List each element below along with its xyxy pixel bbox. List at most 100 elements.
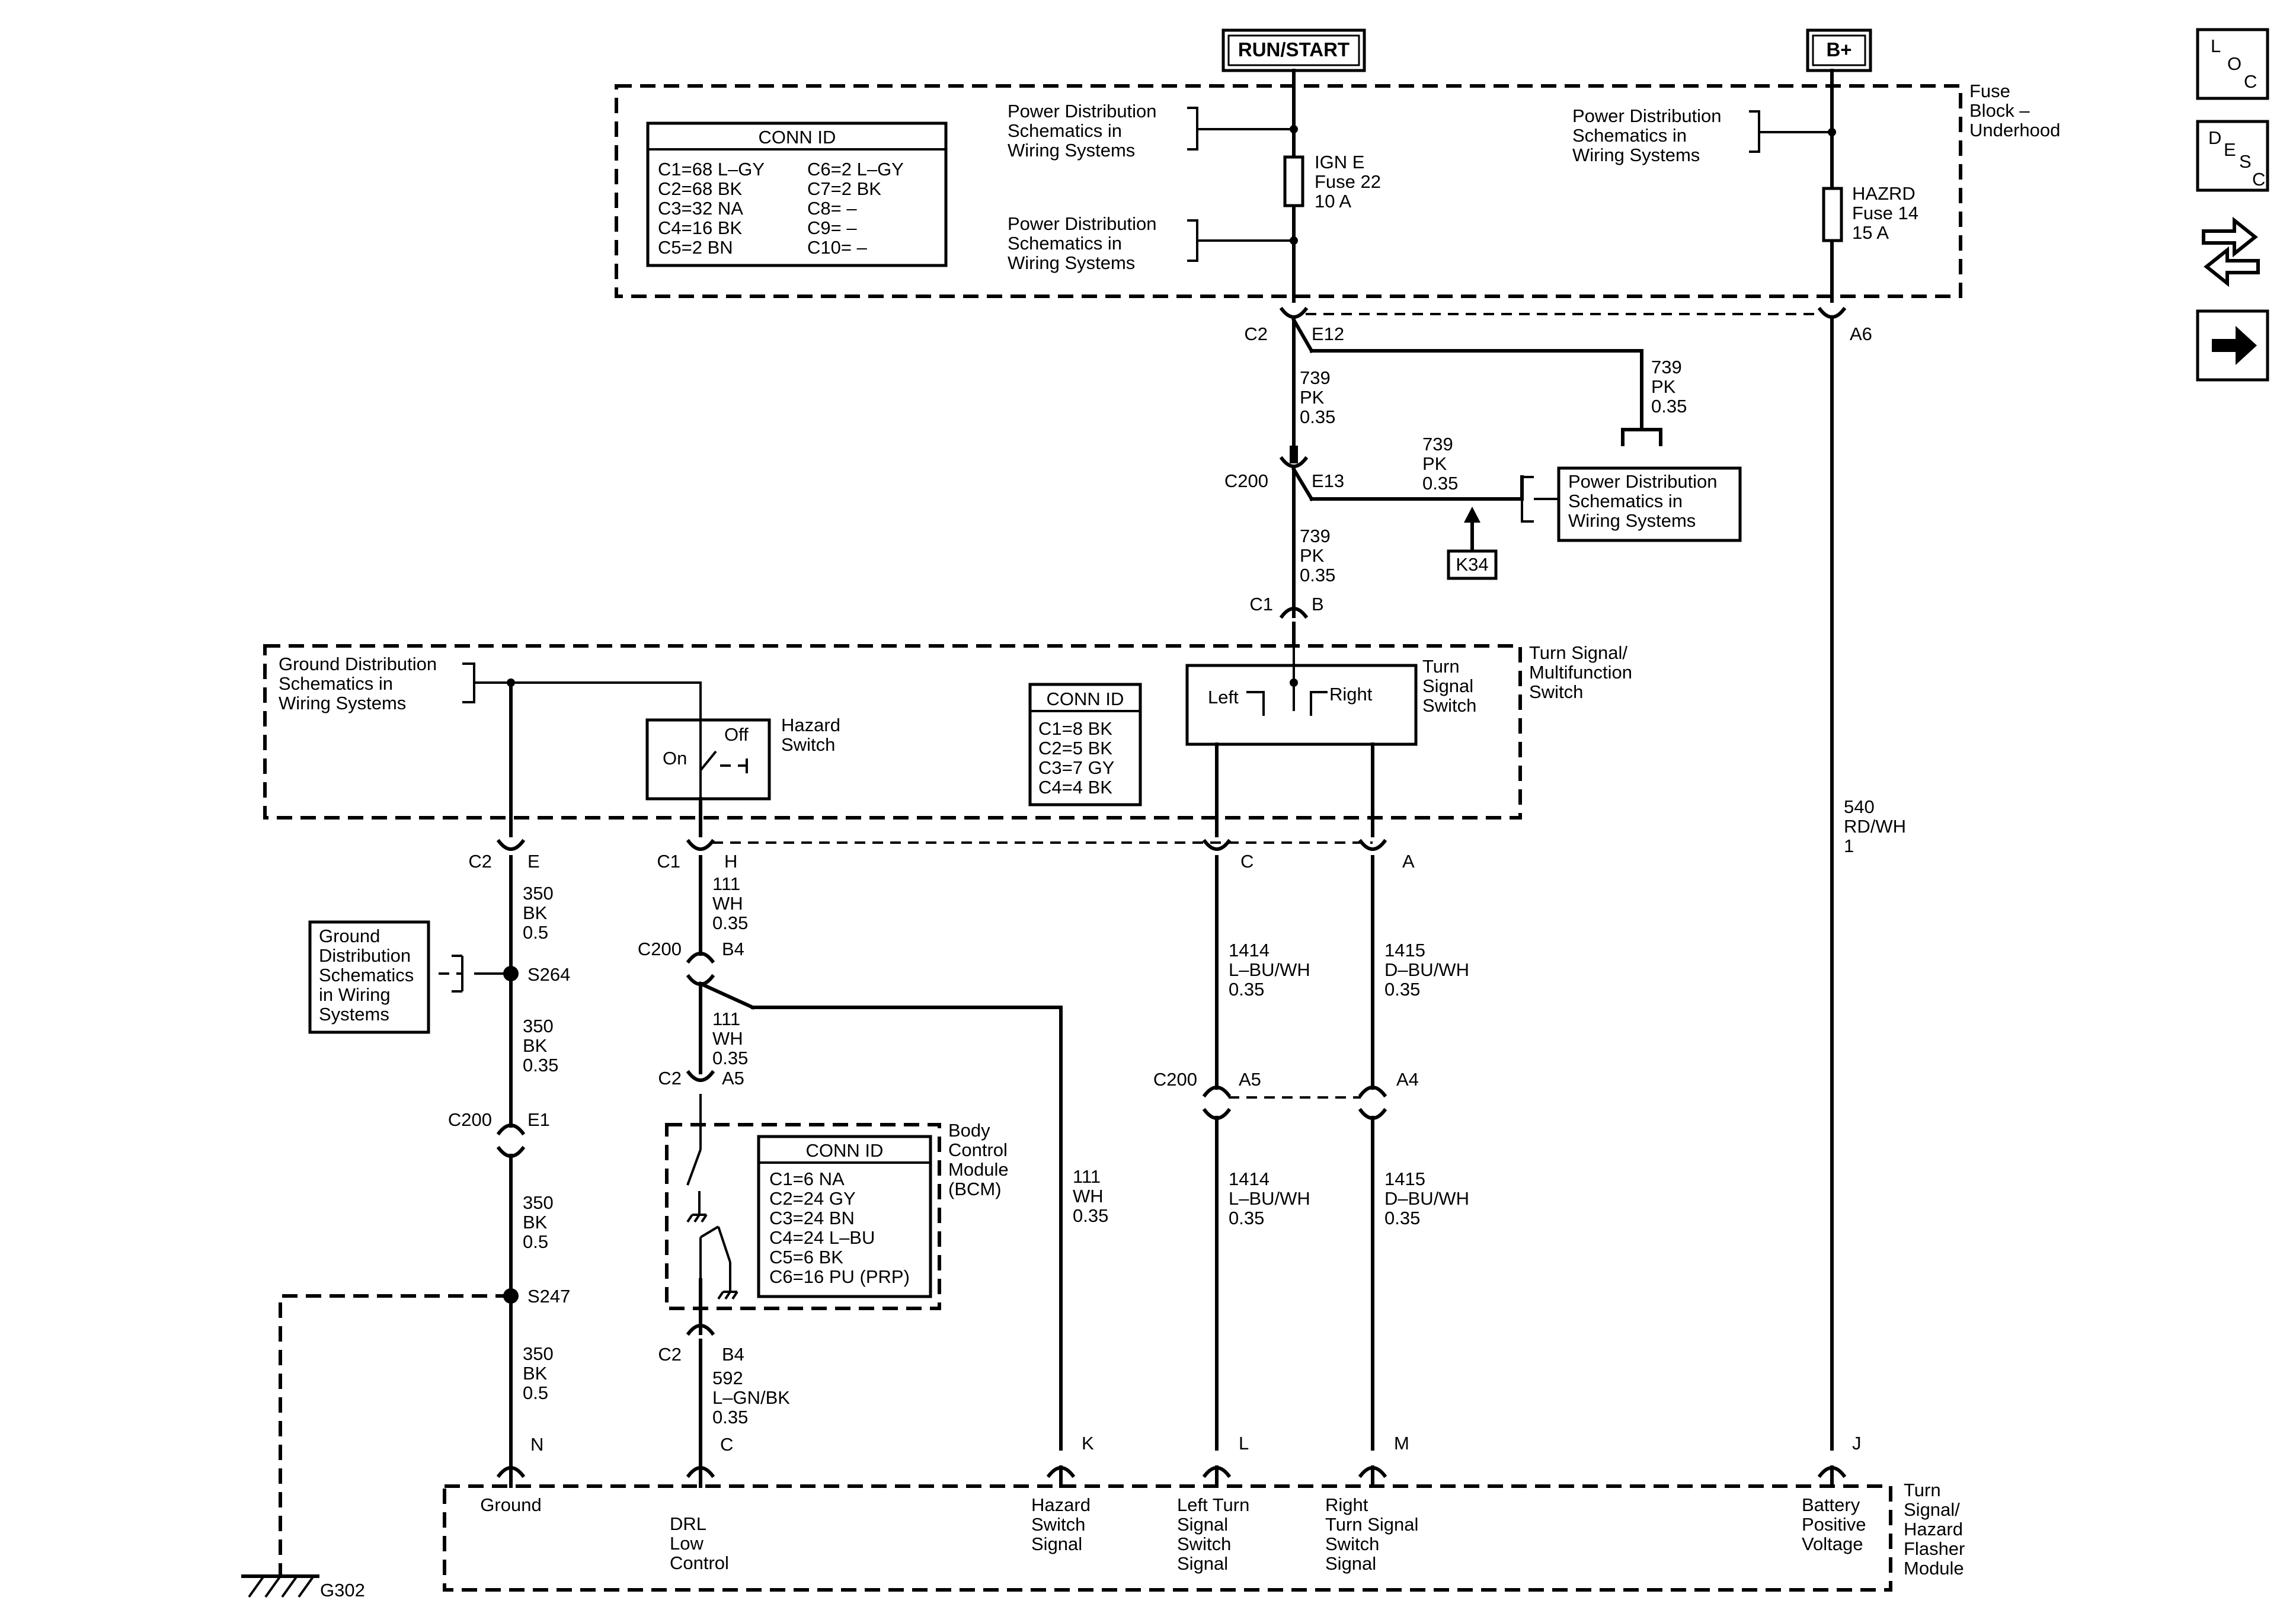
connector-c200-e1-top [496, 1124, 526, 1136]
k34-box[interactable] [1447, 549, 1498, 580]
connector-e-label: E [527, 851, 540, 872]
svg-text:C1=6 NA C2=24 GY C: C1=6 NA C2=24 GY C3=24 BN C4=24 L–BU C5=… [769, 1169, 910, 1287]
connector-b-label: B [1312, 594, 1324, 614]
pin-right-turn-label: Right Turn Signal Switch Signal [1325, 1494, 1424, 1574]
svg-text:O: O [2227, 53, 2241, 74]
svg-text:C: C [2252, 169, 2265, 190]
run-start-label: RUN/START [1238, 39, 1350, 60]
ground-distribution-ref[interactable]: Ground Distribution Schematics in Wiring… [279, 654, 442, 713]
svg-text:S: S [2239, 151, 2252, 172]
wire-592-label: 592 L–GN/BK 0.35 [712, 1368, 795, 1427]
svg-text:CONN ID: CONN ID [1047, 689, 1124, 709]
connector-e1-label: E1 [527, 1109, 550, 1130]
power-distribution-ref-lower[interactable]: Power Distribution Schematics in Wiring … [1008, 213, 1162, 273]
flasher-module-outline [443, 1484, 1892, 1592]
connector-c [1202, 838, 1232, 851]
b-plus-label-box [1806, 28, 1872, 72]
connector-a4-label: A4 [1396, 1069, 1419, 1090]
pin-drl-label: DRL Low Control [670, 1513, 729, 1573]
flasher-module-label: Turn Signal/ Hazard Flasher Module [1904, 1480, 1970, 1579]
svg-text:CONN ID: CONN ID [759, 127, 836, 148]
connector-c1-b [1279, 607, 1309, 619]
fuse-block-conn-id-table: CONN ID C1=68 L–GY C2=68 BK C3=32 NA C4=… [646, 121, 948, 267]
bcm-conn-id-table: CONN ID C1=6 NA C2=24 GY C3=24 BN C4=24 … [757, 1135, 932, 1298]
pin-battery-label: Battery Positive Voltage [1802, 1494, 1871, 1554]
k34-arrow-icon [1464, 507, 1480, 523]
connector-a4-top [1358, 1086, 1387, 1098]
svg-text:Left: Left [1208, 687, 1239, 708]
ign-e-fuse-label: IGN E Fuse 22 10 A [1315, 152, 1386, 212]
pin-left-turn-label: Left Turn Signal Switch Signal [1177, 1494, 1255, 1574]
wire-ground-to-g302 [279, 1294, 511, 1576]
wire-350-label-a: 350 BK 0.5 [523, 883, 558, 943]
connector-h-label: H [724, 851, 737, 872]
svg-text:Ground Distribution: Ground Distribution Schematics in Wiring… [319, 926, 419, 1025]
multifunction-conn-id-table: CONN ID C1=8 BK C2=5 BK C3=7 GY C4=4 BK [1028, 683, 1142, 806]
svg-text:Off: Off [724, 724, 749, 745]
pin-n [496, 1465, 526, 1488]
wire-1415-label-b: 1415 D–BU/WH 0.35 [1384, 1169, 1475, 1228]
wire-739-label-c: 739 PK 0.35 [1422, 434, 1458, 494]
pin-k-label: K [1082, 1433, 1094, 1454]
wire-111-label-a: 111 WH 0.35 [712, 873, 748, 933]
wire-111-to-hazard-signal [751, 1006, 1063, 1451]
pin-c-drl [686, 1465, 715, 1488]
wire-111-label-b: 111 WH 0.35 [712, 1009, 748, 1068]
pin-m [1358, 1465, 1387, 1488]
hazard-switch-label: Hazard Switch [781, 715, 846, 755]
ground-g302-icon [241, 1574, 319, 1598]
svg-text:L: L [2211, 36, 2221, 56]
pin-c-drl-label: C [720, 1434, 733, 1455]
fuse-block-label: Fuse Block – Underhood [1969, 81, 2060, 140]
wire-739-label-d: 739 PK 0.35 [1651, 357, 1687, 417]
connector-swap-icon[interactable] [2202, 216, 2260, 287]
ground-g302-label: G302 [320, 1580, 365, 1601]
ground-distribution-ref-box[interactable]: Ground Distribution Schematics in Wiring… [308, 920, 430, 1034]
wire-1415-label-a: 1415 D–BU/WH 0.35 [1384, 940, 1475, 1000]
hazrd-fuse-label: HAZRD Fuse 14 15 A [1852, 183, 1924, 243]
ign-e-fuse-22 [1283, 155, 1304, 207]
connector-b4-label: B4 [722, 939, 744, 959]
bcm-internal-switch-icon [686, 1094, 738, 1300]
wire-350-label-b: 350 BK 0.35 [523, 1016, 558, 1076]
svg-text:On: On [663, 748, 687, 769]
svg-text:C6=2 L–GY C7=2 BK: C6=2 L–GY C7=2 BK C8= – C9= – C10= – [807, 159, 909, 258]
desc-button[interactable]: D E S C [2196, 120, 2269, 192]
connector-c1-label: C1 [1249, 594, 1273, 614]
power-distribution-ref-upper[interactable]: Power Distribution Schematics in Wiring … [1008, 101, 1162, 161]
pin-j [1817, 1465, 1847, 1488]
turn-signal-switch-label: Turn Signal Switch [1422, 656, 1479, 716]
svg-text:Right: Right [1329, 684, 1373, 705]
multifunction-switch-label: Turn Signal/ Multifunction Switch [1529, 642, 1638, 702]
connector-a5-right-label: A5 [1239, 1069, 1261, 1090]
connector-c2-b4-label: C2 [658, 1344, 682, 1365]
connector-c1-h-label: C1 [657, 851, 680, 872]
wire-111-label-c: 111 WH 0.35 [1073, 1166, 1108, 1226]
connector-c2-b4 [686, 1324, 715, 1336]
pin-l [1202, 1465, 1232, 1488]
bcm-outline [665, 1123, 941, 1310]
loc-button[interactable]: L O C [2196, 28, 2269, 100]
connector-c-label: C [1240, 851, 1253, 872]
svg-text:Power Distribution Schem: Power Distribution Schematics in Wiring … [1568, 471, 1722, 531]
connector-c200-label: C200 [1224, 470, 1268, 491]
connector-c200-a5-label: C200 [1153, 1069, 1197, 1090]
svg-text:C: C [2244, 71, 2257, 92]
pin-j-label: J [1852, 1433, 1862, 1454]
pin-n-label: N [530, 1434, 543, 1455]
next-arrow-button[interactable] [2196, 309, 2269, 382]
pin-m-label: M [1394, 1433, 1409, 1454]
power-distribution-ref-right[interactable]: Power Distribution Schematics in Wiring … [1572, 105, 1726, 165]
wire-1414-label-a: 1414 L–BU/WH 0.35 [1229, 940, 1315, 1000]
wire-350-label-c: 350 BK 0.5 [523, 1192, 558, 1252]
splice-s264-label: S264 [527, 964, 570, 985]
power-distribution-ref-box[interactable]: Power Distribution Schematics in Wiring … [1557, 466, 1742, 542]
pin-hazard-label: Hazard Switch Signal [1031, 1494, 1096, 1554]
k34-label: K34 [1456, 554, 1488, 575]
wire-739-label-a: 739 PK 0.35 [1300, 367, 1335, 427]
connector-c1-h [686, 838, 715, 851]
connector-c200-b4-top [686, 952, 715, 964]
connector-c200-b4-label: C200 [638, 939, 682, 959]
connector-c2-a5-label: C2 [658, 1068, 682, 1089]
